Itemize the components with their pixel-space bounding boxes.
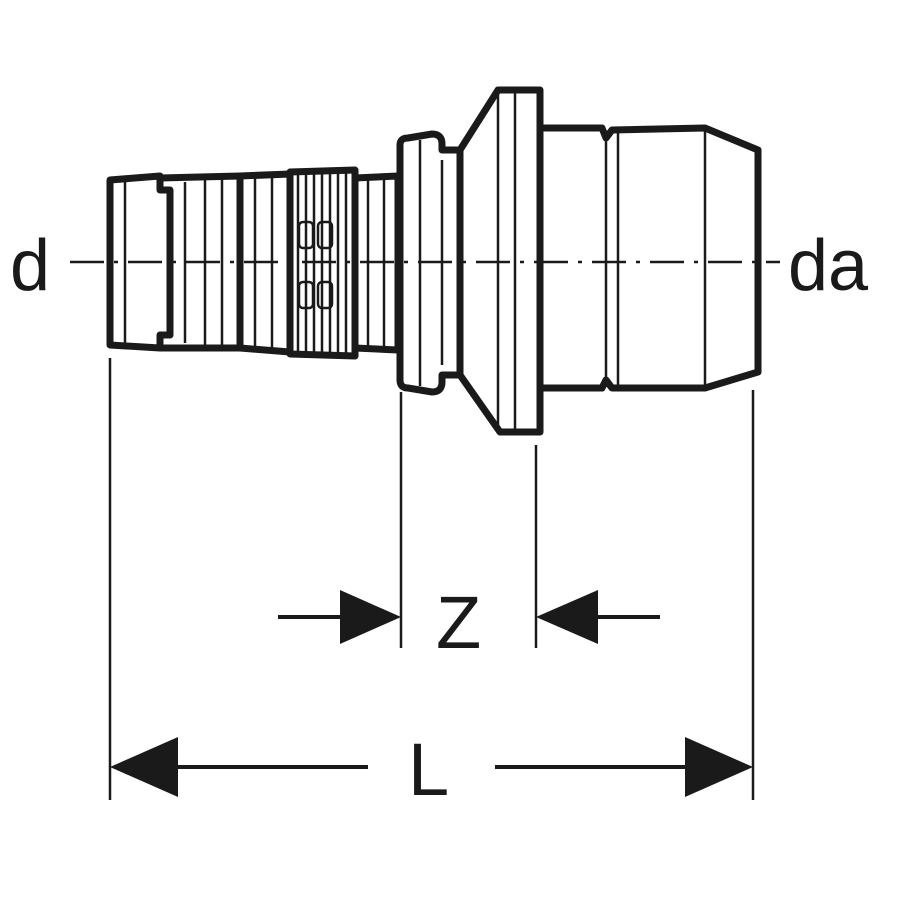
label-d: d (10, 226, 50, 306)
label-l: L (408, 728, 449, 811)
label-da: da (788, 226, 869, 306)
z-arrow-right-head (536, 590, 598, 644)
conical-flange (457, 86, 544, 436)
extension-lines (108, 358, 755, 800)
press-sleeve-body (106, 170, 294, 356)
l-dimension (110, 737, 753, 797)
knurled-ring (286, 166, 359, 360)
spigot-end (540, 124, 762, 392)
label-z: Z (436, 581, 481, 664)
l-arrow-left-head (110, 737, 178, 797)
z-dimension (278, 590, 660, 644)
l-arrow-right-head (685, 737, 753, 797)
z-arrow-left-head (340, 590, 401, 644)
